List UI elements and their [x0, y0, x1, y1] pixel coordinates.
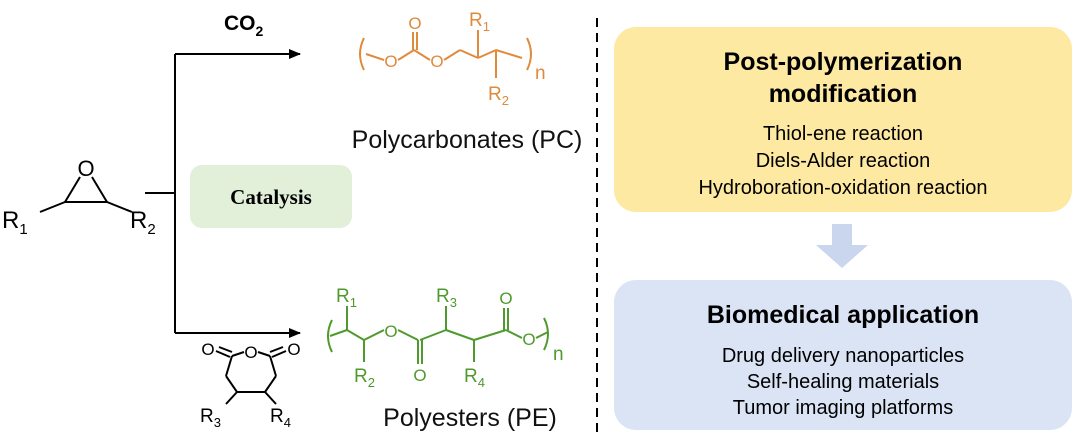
anhydride-carbonyl-o-left: O — [201, 340, 214, 359]
pc-bracket-left — [359, 37, 365, 71]
pe-r3-label: R3 — [436, 286, 457, 310]
epoxide-oxygen: O — [77, 156, 94, 181]
catalysis-box: Catalysis — [190, 165, 352, 228]
post-modification-item: Diels-Alder reaction — [756, 150, 931, 172]
pe-carbonyl-o-2: O — [499, 289, 512, 308]
biomedical-title: Biomedical application — [707, 301, 979, 329]
pe-bracket-left — [327, 319, 333, 353]
anhydride-r3-label: R3 — [200, 406, 221, 430]
post-modification-item: Hydroboration-oxidation reaction — [698, 177, 987, 199]
epoxide-reactant: O R1 R2 — [2, 156, 156, 238]
biomedical-item: Drug delivery nanoparticles — [722, 345, 964, 367]
biomedical-item: Tumor imaging platforms — [733, 397, 953, 419]
down-arrow-icon — [816, 224, 868, 268]
co2-reagent-label: CO2 — [224, 12, 264, 39]
pe-ester-o-2: O — [522, 330, 535, 349]
post-modification-item: Thiol-ene reaction — [763, 123, 923, 145]
anhydride-r4-label: R4 — [270, 406, 291, 430]
pe-repeat-n: n — [553, 344, 564, 365]
pe-r2-label: R2 — [354, 366, 375, 390]
polyester-labels: R1 R2 O O R3 R4 O O n — [336, 286, 564, 390]
post-modification-title-line2: modification — [769, 80, 918, 108]
catalysis-label: Catalysis — [230, 185, 312, 209]
anhydride-ring-o: O — [244, 343, 257, 362]
pc-r2-label: R2 — [488, 84, 509, 108]
polycarbonate-labels: O O O R1 R2 n — [384, 10, 545, 108]
post-modification-box: Post-polymerization modification Thiol-e… — [614, 27, 1072, 212]
pc-carbonyl-o: O — [408, 14, 421, 33]
pe-bracket-right — [543, 317, 549, 351]
biomedical-box: Biomedical application Drug delivery nan… — [614, 280, 1072, 430]
pe-carbonyl-o-1: O — [413, 366, 426, 385]
pc-ester-o-left: O — [384, 52, 397, 71]
pe-r4-label: R4 — [464, 366, 485, 390]
pc-bracket-right — [526, 37, 532, 71]
pc-ester-o-right: O — [430, 52, 443, 71]
pc-r1-label: R1 — [469, 10, 490, 34]
biomedical-item: Self-healing materials — [747, 371, 939, 393]
polyester-structure — [327, 306, 549, 364]
anhydride-reactant: O O O R3 R4 — [200, 340, 301, 430]
anhydride-carbonyl-o-right: O — [287, 340, 300, 359]
epoxide-r2-label: R2 — [130, 207, 156, 238]
polyesters-name: Polyesters (PE) — [383, 404, 557, 432]
pc-repeat-n: n — [535, 63, 546, 84]
polycarbonates-name: Polycarbonates (PC) — [352, 126, 583, 154]
epoxide-r1-label: R1 — [2, 207, 28, 238]
reaction-arrows — [145, 49, 301, 338]
post-modification-title-line1: Post-polymerization — [724, 48, 963, 76]
polycarbonate-structure — [359, 30, 532, 78]
pe-r1-label: R1 — [336, 286, 357, 310]
pe-ester-o-1: O — [384, 322, 397, 341]
